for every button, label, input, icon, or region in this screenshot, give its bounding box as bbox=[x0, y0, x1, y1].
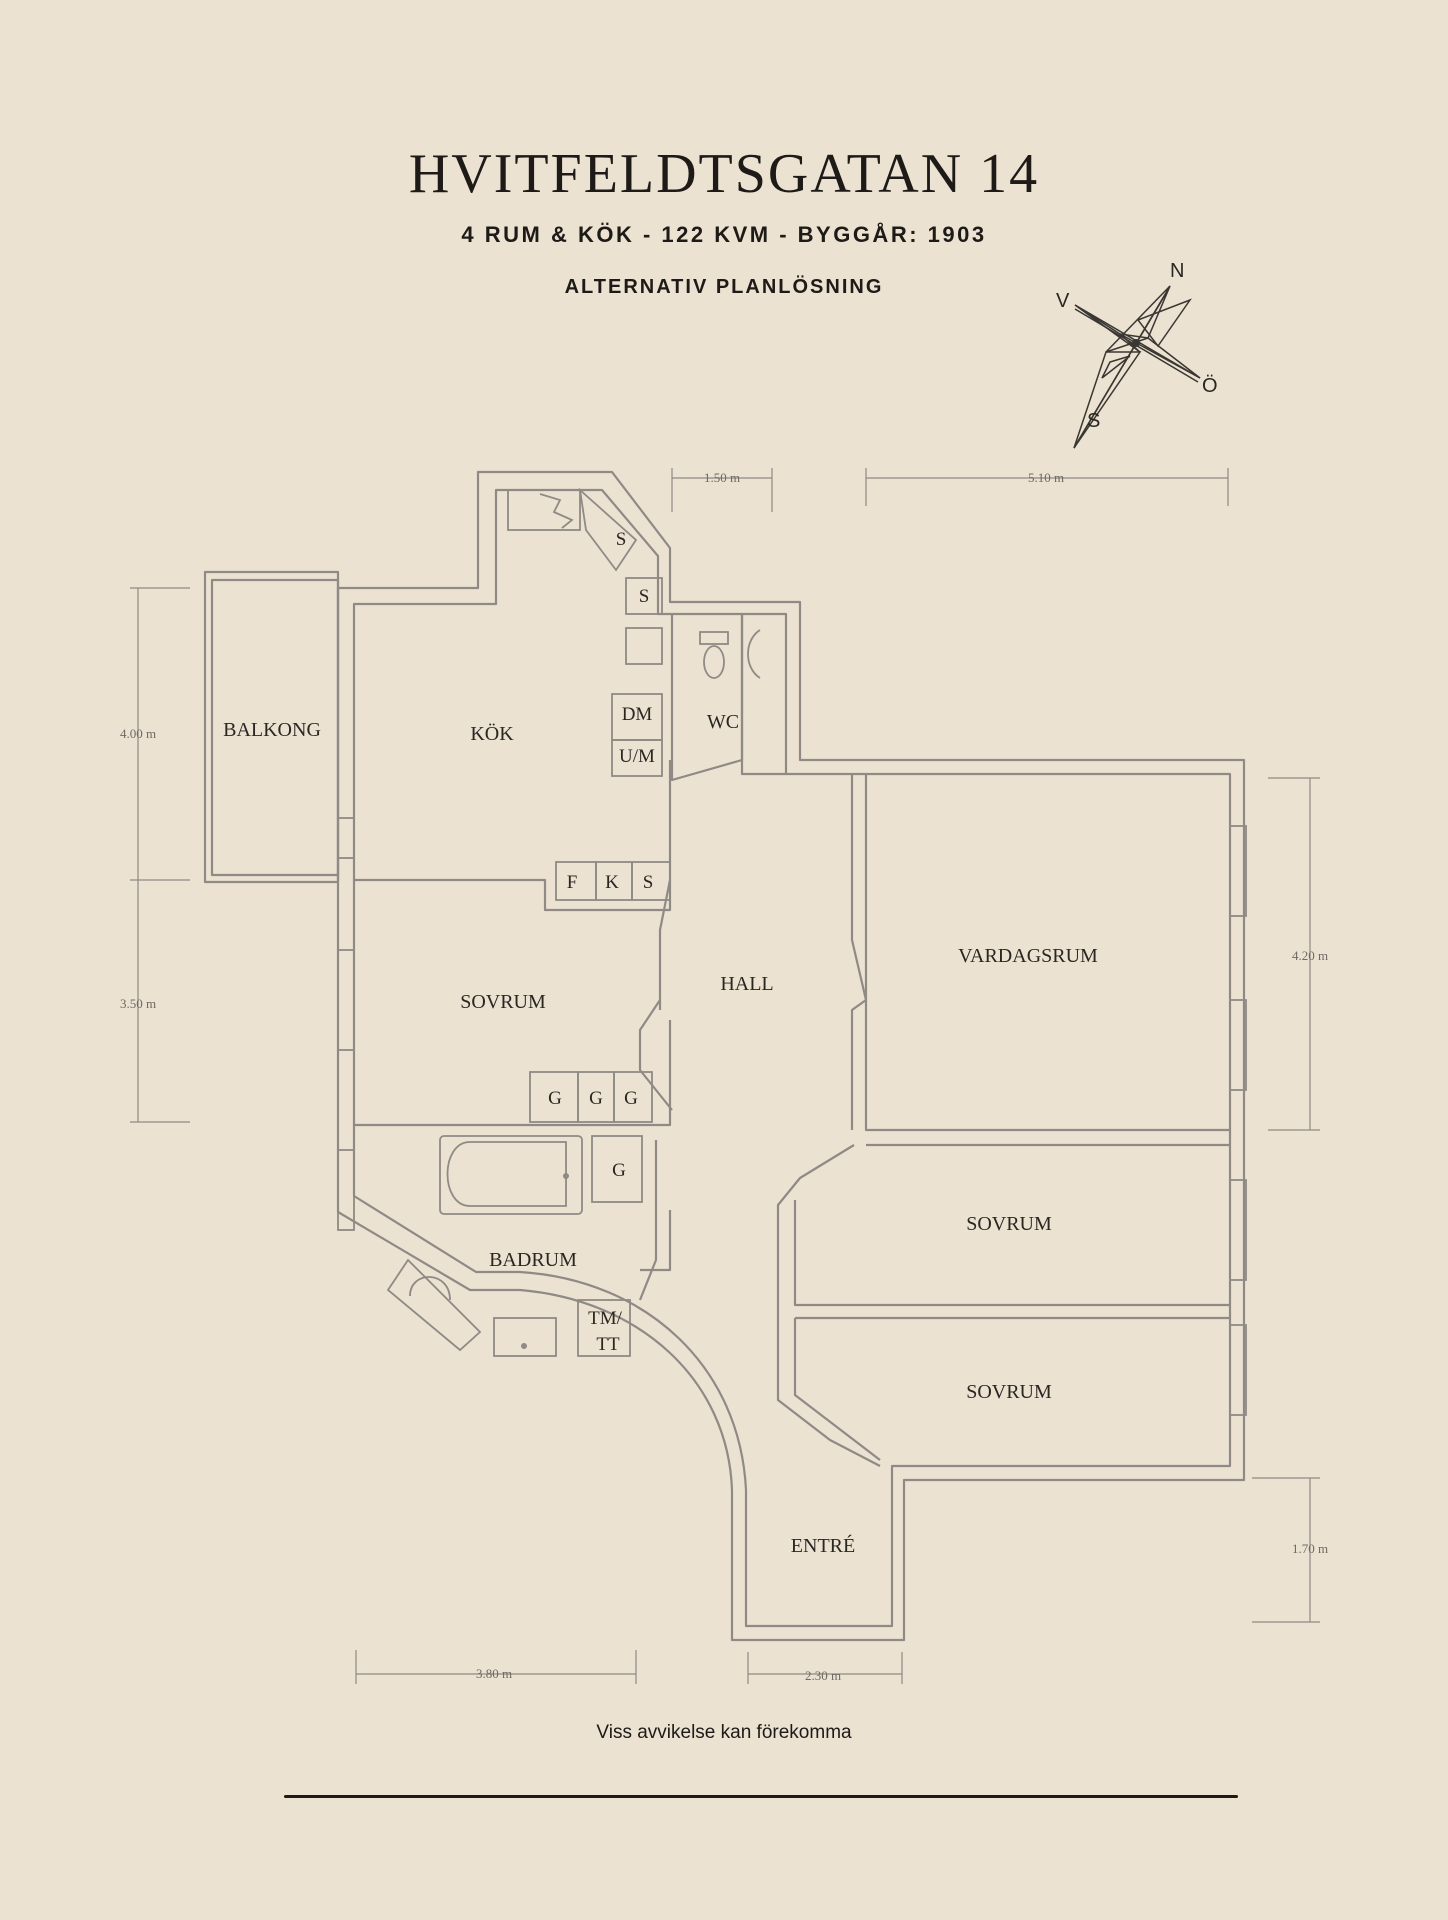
room-label-entre: ENTRÉ bbox=[791, 1534, 855, 1557]
room-label-vardagsrum: VARDAGSRUM bbox=[958, 945, 1098, 967]
dimension-label-right-upper: 4.20 m bbox=[1292, 948, 1328, 963]
room-label-kok: KÖK bbox=[470, 722, 514, 745]
dimension-label-top-left: 1.50 m bbox=[704, 470, 740, 485]
interior-walls bbox=[354, 614, 1230, 1467]
disclaimer-text: Viss avvikelse kan förekomma bbox=[596, 1722, 852, 1743]
fixture-label-tt: TT bbox=[596, 1334, 620, 1355]
fixture-label-g-4: G bbox=[612, 1160, 626, 1181]
footer-divider bbox=[284, 1795, 1238, 1798]
compass-north-label: N bbox=[1170, 260, 1184, 282]
fixture-label-k: K bbox=[605, 872, 619, 893]
dimension-label-left-lower: 3.50 m bbox=[120, 996, 156, 1011]
alternative-layout-label: ALTERNATIV PLANLÖSNING bbox=[564, 276, 884, 298]
room-label-sovrum-2: SOVRUM bbox=[966, 1213, 1052, 1235]
room-label-sovrum-3: SOVRUM bbox=[966, 1381, 1052, 1403]
dimension-label-top-right: 5.10 m bbox=[1028, 470, 1064, 485]
closets bbox=[529, 1071, 653, 1203]
compass-icon: N V Ö S bbox=[1056, 260, 1218, 449]
fixture-label-s-1: S bbox=[616, 529, 627, 550]
bathroom-fixtures bbox=[386, 1135, 631, 1357]
compass-west-label: V bbox=[1056, 290, 1070, 312]
exterior-walls bbox=[336, 470, 1246, 1642]
room-label-balkong: BALKONG bbox=[223, 719, 321, 741]
fixture-label-dm: DM bbox=[622, 704, 653, 725]
fixture-label-s-3: S bbox=[643, 872, 654, 893]
dimension-label-bottom-right: 2.30 m bbox=[805, 1668, 841, 1683]
compass-south-label: S bbox=[1087, 410, 1100, 432]
dimension-label-left-upper: 4.00 m bbox=[120, 726, 156, 741]
wc-fixtures bbox=[699, 629, 761, 679]
dimension-label-bottom-left: 3.80 m bbox=[476, 1666, 512, 1681]
room-label-wc: WC bbox=[707, 711, 739, 733]
page-title: HVITFELDTSGATAN 14 bbox=[408, 143, 1040, 205]
windows bbox=[337, 817, 1247, 1416]
property-summary: 4 RUM & KÖK - 122 KVM - BYGGÅR: 1903 bbox=[461, 222, 987, 247]
dimension-label-right-lower: 1.70 m bbox=[1292, 1541, 1328, 1556]
balcony-outline bbox=[203, 570, 340, 884]
kitchen-counters bbox=[507, 487, 671, 901]
fixture-label-um: U/M bbox=[619, 746, 655, 767]
fixture-label-s-2: S bbox=[639, 586, 650, 607]
dimension-lines bbox=[130, 468, 1320, 1684]
fixture-label-g-1: G bbox=[548, 1088, 562, 1109]
room-label-badrum: BADRUM bbox=[489, 1249, 577, 1271]
room-label-hall: HALL bbox=[720, 973, 773, 995]
fixture-label-f: F bbox=[567, 872, 578, 893]
fixture-label-g-3: G bbox=[624, 1088, 638, 1109]
fixture-label-g-2: G bbox=[589, 1088, 603, 1109]
fixture-label-tm: TM/ bbox=[588, 1308, 623, 1329]
room-label-sovrum-1: SOVRUM bbox=[460, 991, 546, 1013]
compass-east-label: Ö bbox=[1202, 375, 1218, 397]
